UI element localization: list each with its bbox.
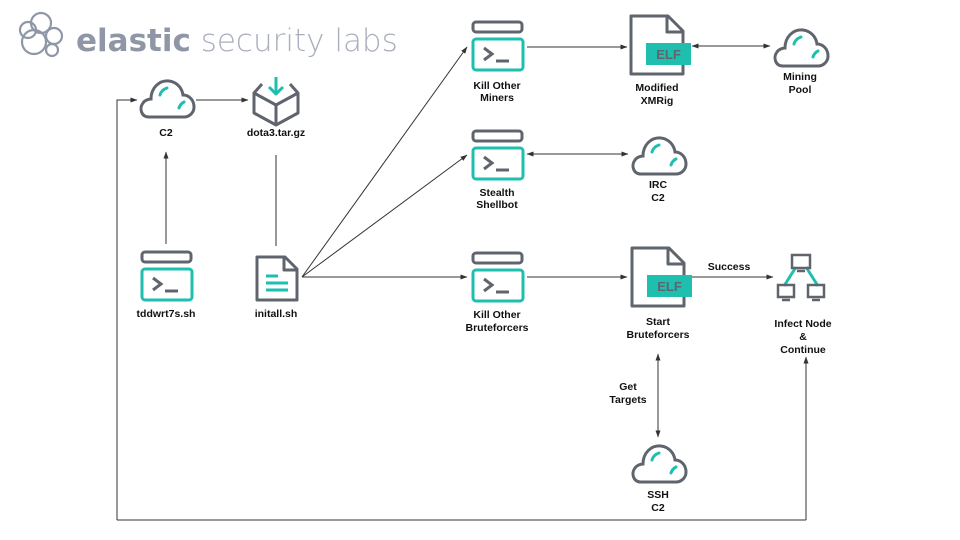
network-icon — [776, 253, 826, 302]
node-label: & — [799, 331, 807, 343]
edge-initall-to-shellbot — [301, 154, 468, 278]
node-label: Shellbot — [476, 199, 518, 211]
elf-badge: ELF — [656, 47, 681, 62]
node-label: tddwrt7s.sh — [137, 308, 196, 320]
elf-file-icon: ELF — [629, 14, 691, 76]
node-label: Continue — [780, 344, 826, 356]
node-sshc2: SSH C2 — [631, 444, 688, 514]
brand-strong: elastic — [76, 23, 191, 59]
node-tddwrt: tddwrt7s.sh — [137, 250, 196, 320]
edge-initall-to-killminers — [301, 46, 468, 278]
cloud-icon — [773, 28, 830, 68]
elf-badge: ELF — [657, 279, 682, 294]
node-label: Mining — [783, 71, 817, 83]
brand-light: security labs — [191, 23, 398, 59]
node-initall: initall.sh — [255, 255, 299, 320]
node-xmrig: ELF Modified XMRig — [629, 14, 691, 107]
node-label: Pool — [789, 84, 812, 96]
node-dota: dota3.tar.gz — [247, 77, 305, 139]
terminal-icon — [471, 20, 525, 72]
node-label: C2 — [159, 127, 173, 139]
node-label: Kill Other — [473, 80, 520, 92]
node-label: initall.sh — [255, 308, 298, 320]
terminal-icon — [471, 251, 525, 303]
elastic-cluster-logo-icon — [18, 11, 64, 58]
node-killminers: Kill Other Miners — [471, 20, 525, 104]
edge-label-get: Get — [619, 381, 637, 393]
node-pool: Mining Pool — [773, 28, 830, 96]
node-label: SSH — [647, 489, 669, 501]
node-label: Bruteforcers — [626, 329, 689, 341]
terminal-icon — [471, 129, 525, 181]
node-startbrute: ELF Start Bruteforcers — [626, 246, 692, 341]
node-label: IRC — [649, 179, 668, 191]
node-killbrute: Kill Other Bruteforcers — [465, 251, 529, 334]
brand-logo: elastic security labs — [18, 11, 398, 59]
terminal-icon — [140, 250, 194, 302]
node-label: C2 — [651, 502, 665, 514]
package-download-icon — [252, 77, 300, 127]
node-irc: IRC C2 — [631, 136, 688, 204]
elf-file-icon: ELF — [630, 246, 692, 308]
edge-label-success: Success — [708, 261, 751, 273]
node-c2: C2 — [139, 79, 196, 139]
document-icon — [255, 255, 299, 302]
node-label: Infect Node — [774, 318, 831, 330]
node-label: C2 — [651, 192, 665, 204]
brand-name: elastic security labs — [76, 23, 398, 59]
node-label: Start — [646, 316, 670, 328]
cloud-icon — [139, 79, 196, 119]
cloud-icon — [631, 444, 688, 484]
node-label: Bruteforcers — [465, 322, 528, 334]
node-label: XMRig — [641, 95, 674, 107]
edge-loop-left — [116, 97, 138, 520]
node-label: Modified — [635, 82, 678, 94]
cloud-icon — [631, 136, 688, 176]
node-infect: Infect Node & Continue — [774, 253, 832, 356]
edges — [116, 43, 809, 521]
node-label: Kill Other — [473, 309, 520, 321]
node-label: Stealth — [479, 187, 514, 199]
node-label: dota3.tar.gz — [247, 127, 305, 139]
edge-label-targets: Targets — [609, 394, 646, 406]
node-shellbot: Stealth Shellbot — [471, 129, 525, 211]
node-label: Miners — [480, 92, 514, 104]
